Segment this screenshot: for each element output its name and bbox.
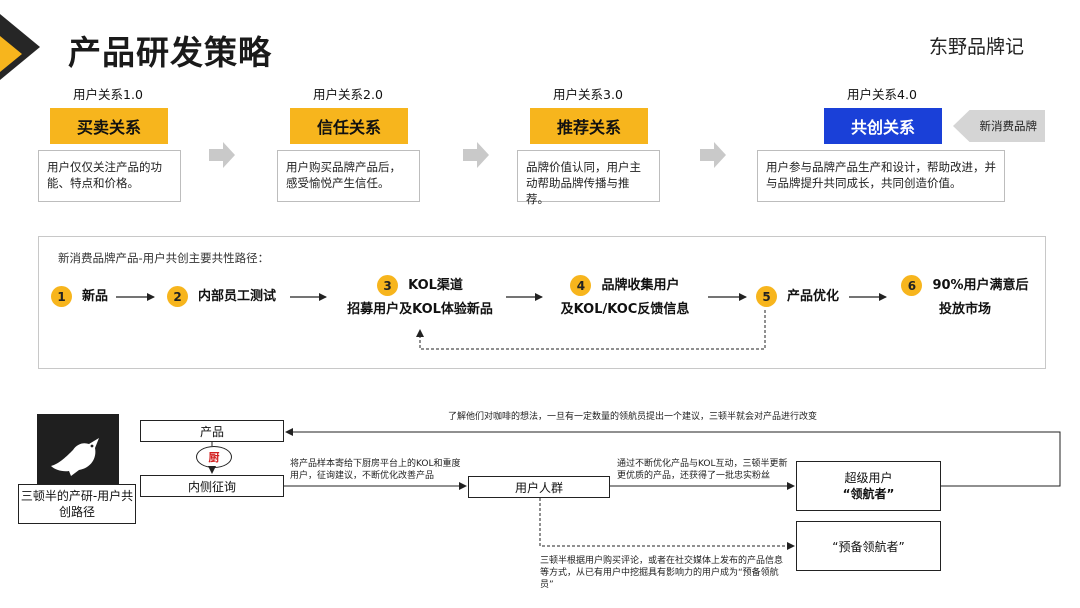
note-inner: 将产品样本寄给下厨房平台上的KOL和重度用户，征询建议，不断优化改善产品 [290,459,461,481]
step-label: 产品优化 [787,289,840,304]
step-number: 5 [756,286,777,307]
path-step-1: 1 新品 [51,286,108,307]
new-consumer-brand-tag: 新消费品牌 [953,110,1045,142]
stage-1-desc: 用户仅仅关注产品的功能、特点和价格。 [38,150,181,202]
flow-caption: 三顿半的产研-用户共创路径 [18,484,136,524]
path-step-3: 3 KOL渠道 招募用户及KOL体验新品 [340,275,500,317]
note-users: 通过不断优化产品与KOL互动，三顿半更新更优质的产品，还获得了一批忠实粉丝 [617,459,788,481]
step-number: 3 [377,275,399,296]
arrow-right-icon [463,142,489,168]
path-step-4: 4 品牌收集用户 及KOL/KOC反馈信息 [550,275,700,317]
stage-2-name: 信任关系 [290,108,408,144]
path-step-2: 2 内部员工测试 [167,286,276,307]
stage-2-desc: 用户购买品牌产品后，感受愉悦产生信任。 [277,150,420,202]
step-number: 2 [167,286,188,307]
step-number: 4 [570,275,592,296]
stage-1-name: 买卖关系 [50,108,168,144]
step-label: KOL渠道 [408,278,463,293]
path-step-6: 6 90%用户满意后 投放市场 [895,275,1035,317]
path-step-5: 5 产品优化 [756,286,839,307]
sandunban-logo [37,414,119,496]
step-sublabel: 招募用户及KOL体验新品 [347,302,493,317]
step-number: 1 [51,286,72,307]
note-bottom: 三顿半根据用户购买评论，或者在社交媒体上发布的产品信息等方式，从已有用户中挖掘具… [540,556,784,590]
step-sublabel: 投放市场 [938,302,991,317]
stage-4-name: 共创关系 [824,108,942,144]
note-top: 了解他们对咖啡的想法，一旦有一定数量的领航员提出一个建议，三顿半就会对产品进行改… [448,412,818,422]
path-panel [38,236,1046,369]
inner-consult-box: 内侧征询 [140,475,284,497]
bird-icon [51,438,99,476]
super-user-subtitle: “领航者” [842,487,895,501]
product-box: 产品 [140,420,284,442]
stage-2-label: 用户关系2.0 [313,87,383,102]
step-sublabel: 及KOL/KOC反馈信息 [560,302,690,317]
page-title: 产品研发策略 [68,33,272,72]
stage-3-label: 用户关系3.0 [553,87,623,102]
stage-1-label: 用户关系1.0 [73,87,143,102]
stage-4-desc: 用户参与品牌产品生产和设计，帮助改进，并与品牌提升共同成长，共同创造价值。 [757,150,1005,202]
user-group-box: 用户人群 [468,476,610,498]
path-title: 新消费品牌产品-用户共创主要共性路径： [58,251,270,265]
super-user-box: 超级用户 “领航者” [796,461,941,511]
logo-arrow-icon [0,14,40,80]
step-label: 新品 [82,289,109,304]
reserve-navigator-box: “预备领航者” [796,521,941,571]
arrow-right-icon [209,142,235,168]
step-label: 90%用户满意后 [932,278,1029,293]
step-label: 品牌收集用户 [601,278,680,293]
brand-name: 东野品牌记 [928,36,1024,58]
arrow-users-to-reserve [539,498,795,550]
step-number: 6 [901,275,923,296]
arrow-super-feedback [285,428,1061,487]
step-label: 内部员工测试 [198,289,277,304]
arrow-right-icon [700,142,726,168]
stage-3-desc: 品牌价值认同，用户主动帮助品牌传播与推荐。 [517,150,660,206]
stage-3-name: 推荐关系 [530,108,648,144]
feedback-loop-arrow [416,310,766,350]
stage-4-label: 用户关系4.0 [847,87,917,102]
super-user-title: 超级用户 [844,471,893,485]
